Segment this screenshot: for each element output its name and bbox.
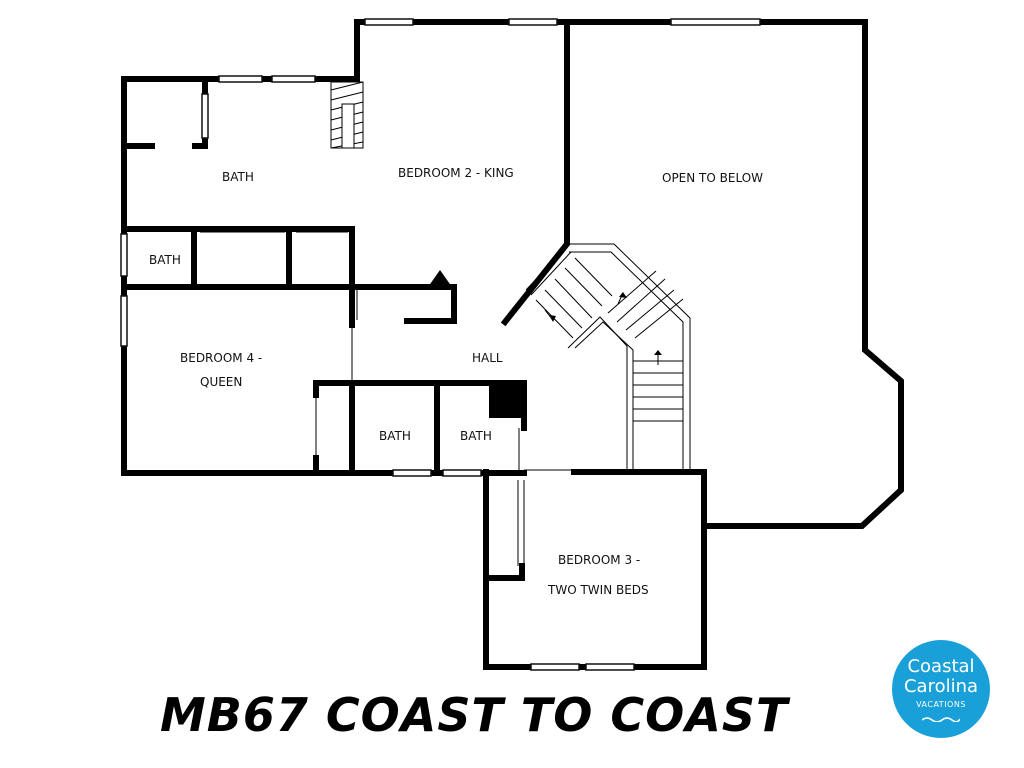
- fireplace: [330, 81, 364, 149]
- bath-fixture: [489, 383, 524, 418]
- room-label-bath-mid1: BATH: [379, 429, 411, 443]
- logo-line1: Coastal: [907, 656, 975, 677]
- room-label-bedroom4-line2: QUEEN: [200, 375, 242, 389]
- room-label-bath-left: BATH: [149, 253, 181, 267]
- room-label-bath-mid2: BATH: [460, 429, 492, 443]
- room-label-bedroom3-line2: TWO TWIN BEDS: [547, 583, 649, 597]
- staircase: [525, 243, 691, 470]
- hall-corner-fixture: [428, 270, 452, 287]
- logo-line2: Carolina: [903, 676, 979, 697]
- room-label-bath-top: BATH: [222, 170, 254, 184]
- room-label-bedroom3-line1: BEDROOM 3 -: [558, 553, 640, 567]
- room-label-bedroom4-line1: BEDROOM 4 -: [180, 351, 262, 365]
- room-label-open-to-below: OPEN TO BELOW: [662, 171, 763, 185]
- doors: [200, 231, 574, 566]
- room-label-bedroom2: BEDROOM 2 - KING: [398, 166, 514, 180]
- windows: [120, 18, 761, 671]
- walls: [121, 19, 904, 670]
- company-logo: Coastal Carolina VACATIONS: [892, 640, 990, 738]
- logo-line3: VACATIONS: [916, 700, 966, 709]
- wave-icon: [922, 717, 960, 722]
- property-title: MB67 COAST TO COAST: [160, 688, 789, 742]
- room-label-hall: HALL: [472, 351, 503, 365]
